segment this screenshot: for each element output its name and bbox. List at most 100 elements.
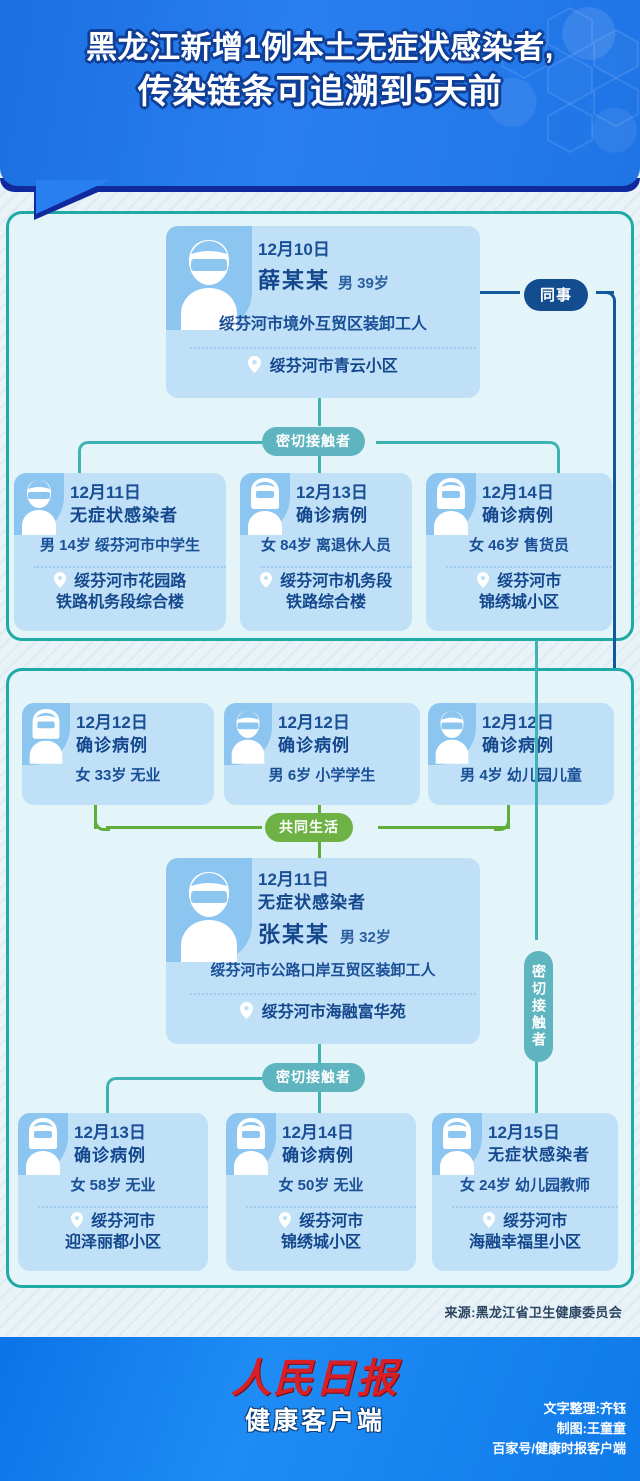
female-avatar-glyph (434, 478, 468, 535)
case-info: 女 50岁 无业 (278, 1177, 364, 1194)
case-type: 确诊病例 (278, 736, 350, 755)
case-name: 张某某 (258, 922, 331, 947)
connector-cc1-corner-l (78, 441, 92, 455)
case-address-row: 绥芬河市 迎泽丽都小区 (18, 1207, 208, 1253)
female-avatar-icon (426, 473, 476, 535)
connector-cc2-corner-l (106, 1077, 120, 1091)
connector-zhang-down (318, 1044, 321, 1074)
male-avatar-glyph (231, 710, 265, 764)
credit-text: 文字整理:齐钰 (543, 1401, 626, 1416)
header-tail (36, 180, 110, 214)
male-avatar-glyph (22, 480, 56, 535)
case-type: 确诊病例 (482, 736, 554, 755)
source-text: 来源:黑龙江省卫生健康委员会 (444, 1305, 622, 1320)
credit-platform: 百家号/健康时报客户端 (492, 1441, 626, 1456)
male-avatar-icon (166, 858, 252, 962)
connector-gl-to-zhang (318, 828, 321, 860)
female-avatar-glyph (29, 709, 63, 764)
case-info: 女 46岁 售货员 (468, 537, 570, 554)
connector-row3-drop-r (507, 805, 510, 829)
case-date: 12月14日 (282, 1123, 354, 1142)
case-type: 确诊病例 (482, 506, 554, 525)
case-card-row2-2[interactable]: 12月14日 确诊病例 女 46岁 售货员 绥芬河市 锦绣城小区 (426, 473, 612, 631)
case-address-line1: 绥芬河市花园路 (74, 573, 187, 590)
connector-cc1-corner-r (546, 441, 560, 455)
case-card-row4-2[interactable]: 12月15日 无症状感染者 女 24岁 幼儿园教师 绥芬河市 海融幸福里小区 (432, 1113, 618, 1271)
connector-colleague-down (613, 300, 616, 940)
female-avatar-icon (432, 1113, 482, 1175)
case-date: 12月15日 (488, 1123, 560, 1142)
case-type: 确诊病例 (282, 1146, 354, 1165)
case-info: 男 14岁 绥芬河市中学生 (39, 537, 201, 554)
connector-cc1-left (90, 441, 262, 444)
case-card-xue[interactable]: 12月10日 薛某某 男 39岁 绥芬河市境外互贸区装卸工人 绥芬河市青云小区 (166, 226, 480, 398)
case-info: 女 84岁 离退休人员 (260, 537, 392, 554)
case-type: 确诊病例 (76, 736, 148, 755)
connector-cc1-drop-c (318, 441, 321, 474)
header-title-line2: 传染链条可追溯到5天前 (137, 73, 503, 111)
case-address-line1: 绥芬河市 (503, 1213, 568, 1230)
card-divider (452, 1206, 618, 1208)
case-address-row: 绥芬河市花园路 铁路机务段综合楼 (14, 567, 226, 613)
badge-close-contact-2: 密切接触者 (262, 1063, 365, 1092)
case-address-row: 绥芬河市 锦绣城小区 (426, 567, 612, 613)
case-card-row3-1[interactable]: 12月12日 确诊病例 男 6岁 小学学生 (224, 703, 420, 805)
case-card-row4-1[interactable]: 12月14日 确诊病例 女 50岁 无业 绥芬河市 锦绣城小区 (226, 1113, 416, 1271)
case-name: 薛某某 (258, 268, 331, 293)
case-type: 无症状感染者 (70, 506, 178, 525)
location-pin-icon (248, 356, 262, 373)
male-avatar-icon (166, 226, 252, 330)
connector-right-vertical-top (535, 640, 538, 940)
case-type: 确诊病例 (74, 1146, 146, 1165)
case-date: 12月12日 (482, 713, 554, 732)
case-card-row3-2[interactable]: 12月12日 确诊病例 男 4岁 幼儿园儿童 (428, 703, 614, 805)
case-card-row4-0[interactable]: 12月13日 确诊病例 女 58岁 无业 绥芬河市 迎泽丽都小区 (18, 1113, 208, 1271)
female-avatar-icon (22, 703, 70, 765)
female-avatar-glyph (26, 1118, 60, 1175)
case-address-line1: 绥芬河市 (299, 1213, 364, 1230)
female-avatar-icon (240, 473, 290, 535)
case-type: 确诊病例 (296, 506, 368, 525)
card-divider (34, 566, 226, 568)
case-address-line1: 绥芬河市机务段 (280, 573, 393, 590)
connector-cc2-drop-l (106, 1088, 109, 1114)
badge-close-contact-vertical: 密切接触者 (524, 951, 553, 1062)
location-pin-icon (53, 572, 66, 588)
case-address-row: 绥芬河市海融富华苑 (166, 996, 480, 1023)
case-gender-age: 男 32岁 (340, 929, 391, 946)
card-divider (446, 566, 612, 568)
case-date: 12月14日 (482, 483, 554, 502)
logo-sub-text: 健康客户端 (244, 1408, 385, 1435)
case-card-row2-1[interactable]: 12月13日 确诊病例 女 84岁 离退休人员 绥芬河市机务段 铁路综合楼 (240, 473, 412, 631)
connector-cc1-drop-l (78, 452, 81, 474)
case-card-row3-0[interactable]: 12月12日 确诊病例 女 33岁 无业 (22, 703, 214, 805)
header-banner: 黑龙江新增1例本土无症状感染者, 传染链条可追溯到5天前 (0, 0, 640, 186)
card-divider (190, 993, 476, 995)
case-date: 12月11日 (70, 483, 141, 502)
connector-cc1-drop-r (557, 452, 560, 474)
location-pin-icon (240, 1002, 254, 1019)
case-info: 男 6岁 小学学生 (268, 767, 376, 784)
logo-group: 人民日报 健康客户端 (210, 1353, 420, 1439)
case-card-zhang[interactable]: 12月11日 无症状感染者 张某某 男 32岁 绥芬河市公路口岸互贸区装卸工人 … (166, 858, 480, 1044)
case-type: 无症状感染者 (258, 893, 366, 912)
connector-xue-down (318, 398, 321, 426)
male-avatar-icon (224, 703, 272, 765)
male-avatar-glyph (181, 240, 237, 330)
case-occupation: 绥芬河市公路口岸互贸区装卸工人 (210, 962, 436, 979)
case-info: 女 24岁 幼儿园教师 (459, 1177, 591, 1194)
case-card-row2-0[interactable]: 12月11日 无症状感染者 男 14岁 绥芬河市中学生 绥芬河市花园路 铁路机务… (14, 473, 226, 631)
case-info: 男 4岁 幼儿园儿童 (460, 767, 582, 784)
case-address-row: 绥芬河市机务段 铁路综合楼 (240, 567, 412, 613)
case-address-line2: 迎泽丽都小区 (64, 1234, 161, 1251)
location-pin-icon (482, 1212, 495, 1228)
male-avatar-icon (428, 703, 476, 765)
female-avatar-glyph (234, 1118, 268, 1175)
logo-main-text: 人民日报 (231, 1356, 399, 1401)
header-title-line1: 黑龙江新增1例本土无症状感染者, (86, 30, 554, 65)
card-divider (190, 347, 476, 349)
case-address-line1: 绥芬河市 (91, 1213, 156, 1230)
credit-graphic: 制图:王童童 (556, 1421, 626, 1436)
connector-gl-left (106, 826, 262, 829)
case-address-row: 绥芬河市青云小区 (166, 350, 480, 377)
